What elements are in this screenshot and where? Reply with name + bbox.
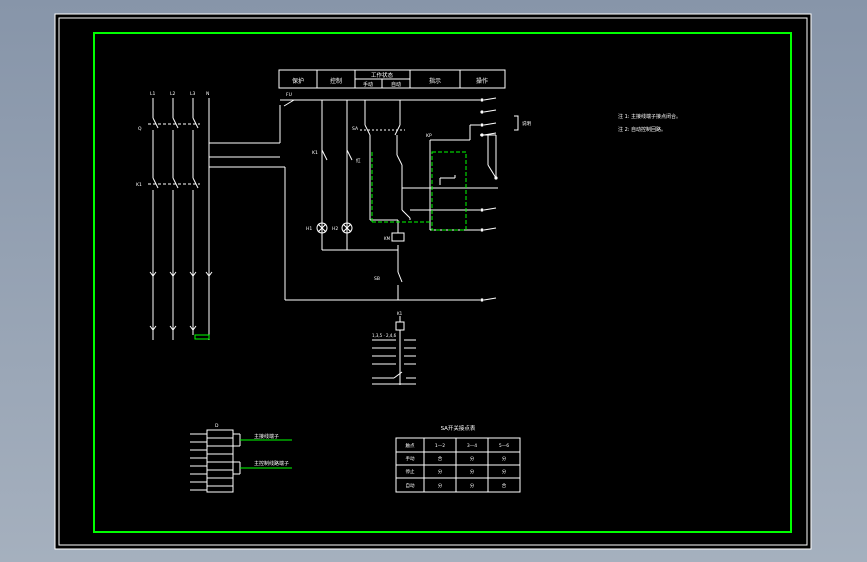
- contacts-header-cell: 触点: [406, 442, 415, 449]
- km-main-label: K1: [136, 182, 142, 188]
- sa-label: SA: [352, 126, 359, 132]
- km-coil-label: KM: [384, 236, 391, 241]
- terminal-dots: [480, 98, 498, 302]
- contacts-table-cell: 自动: [406, 482, 415, 489]
- contacts-table-cell: 分: [470, 455, 475, 462]
- sb-label: SB: [374, 276, 380, 282]
- kp-label: KP: [426, 133, 432, 139]
- contacts-table-cell: 分: [438, 482, 443, 489]
- contacts-table-cell: 停止: [406, 468, 415, 475]
- header-col-control: 控制: [330, 77, 342, 85]
- relay-columns-label: 1,3,5 · 2,4,6: [372, 333, 397, 338]
- contacts-table-cell: 分: [502, 455, 507, 462]
- contacts-table-cell: 合: [502, 482, 507, 489]
- header-col-state: 工作状态: [371, 71, 394, 79]
- terminal-lead-label-2: 主控制线路端子: [254, 460, 289, 467]
- contacts-table-cell: 分: [470, 468, 475, 475]
- contacts-table-title: SA开关接点表: [441, 424, 476, 432]
- contacts-table-cell: 分: [470, 482, 475, 489]
- header-col-auto: 自动: [391, 81, 401, 88]
- terminal-ticks: [483, 97, 497, 301]
- sheet-background: [54, 13, 812, 550]
- relay-contact-diagram: [372, 316, 416, 385]
- contacts-table-cell: 合: [438, 455, 443, 462]
- fu-label: FU: [286, 92, 292, 98]
- header-col-indicate: 指示: [429, 77, 441, 85]
- note-1: 注 1: 主接线端子接点闭合。: [618, 113, 681, 120]
- hl2-label: H2: [332, 226, 338, 232]
- qf-label: Q: [138, 126, 142, 132]
- control-circuit: [280, 99, 498, 301]
- phase-label-n: N: [206, 91, 209, 97]
- phase-label-2: L2: [170, 91, 176, 97]
- header-col-manual: 手动: [363, 81, 373, 88]
- contacts-header-cell: 1—2: [435, 443, 445, 449]
- terminal-lead-label-1: 主接线端子: [254, 433, 279, 440]
- relay-coil-label: K1: [397, 311, 403, 316]
- header-col-protect: 保护: [292, 77, 304, 85]
- red-lamp-note: 红: [356, 157, 361, 164]
- contacts-header-cell: 3—4: [467, 443, 477, 449]
- terminal-box-label: D: [215, 423, 219, 429]
- phase-label-3: L3: [190, 91, 196, 97]
- neutral-resistor: [194, 334, 210, 340]
- inner-border: [58, 17, 808, 546]
- terminal-strip: [190, 429, 241, 493]
- note-bracket-label: 说明: [522, 120, 531, 127]
- contacts-table-cell: 分: [438, 468, 443, 475]
- note-bracket: [514, 115, 519, 131]
- header-table: [278, 69, 506, 89]
- contacts-table-grid: [395, 437, 521, 493]
- contacts-table-cell: 分: [502, 468, 507, 475]
- contacts-header-cell: 5—6: [499, 443, 509, 449]
- main-power-circuit: [148, 98, 286, 340]
- phase-label-1: L1: [150, 91, 156, 97]
- km-coil: [391, 232, 405, 242]
- note-2: 注 2: 自动控制回路。: [618, 126, 666, 133]
- relay-dashed-box: [431, 151, 467, 231]
- hl1-label: H1: [306, 226, 312, 232]
- contacts-table-cell: 手动: [406, 455, 415, 462]
- km-aux-label: K1: [312, 150, 318, 156]
- header-col-operate: 操作: [476, 77, 488, 85]
- drawing-frame: [93, 32, 792, 533]
